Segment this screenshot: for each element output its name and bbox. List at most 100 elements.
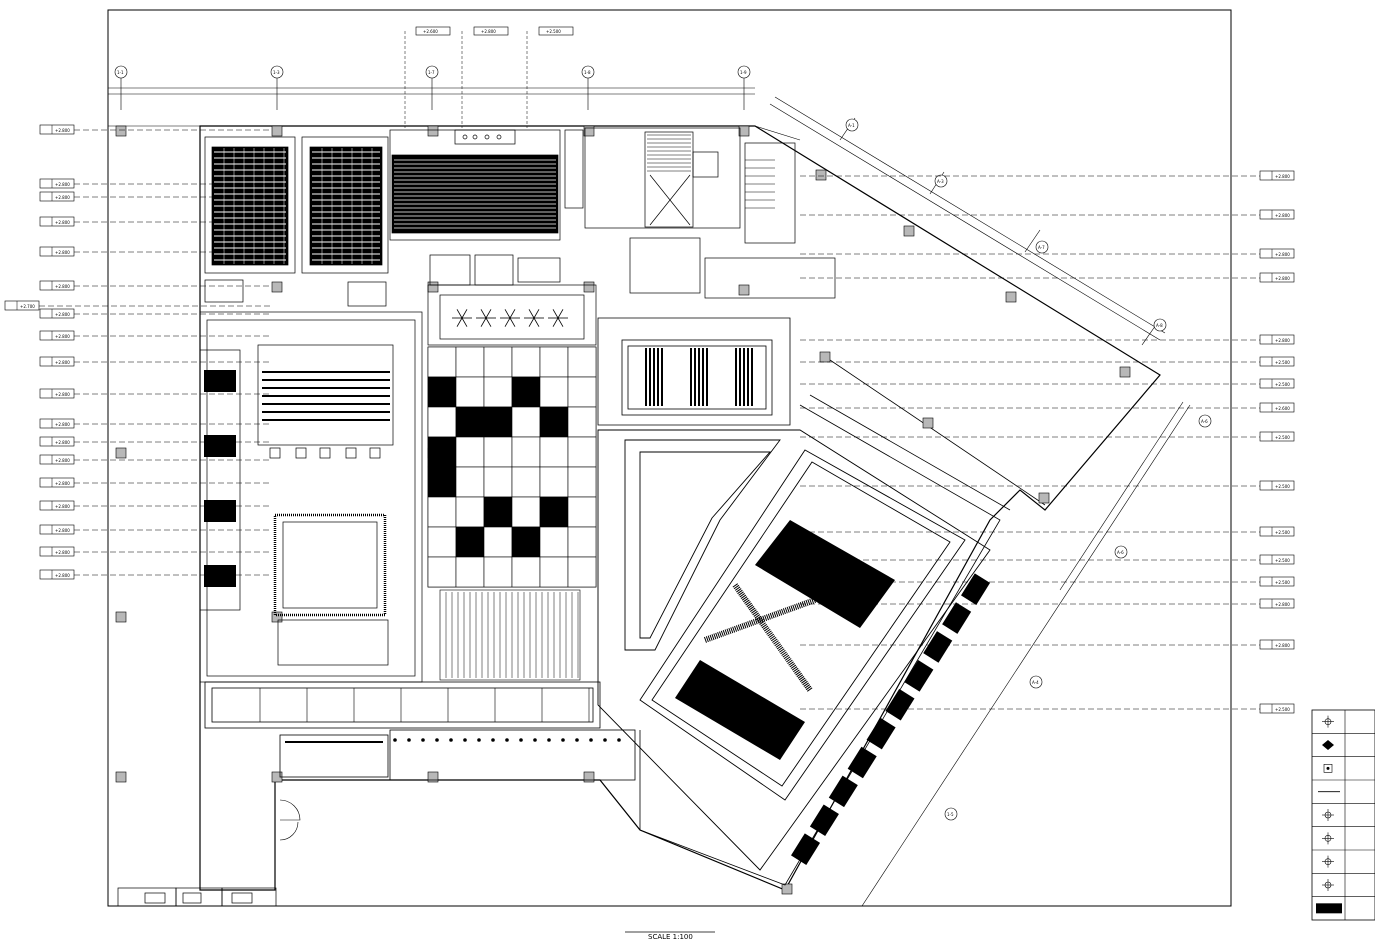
upper-middle-room <box>389 129 561 241</box>
svg-text:+2.800: +2.800 <box>55 312 70 317</box>
fan-icon <box>528 317 535 327</box>
fan-icon <box>552 309 559 319</box>
fan-symbols <box>452 309 568 327</box>
fan-icon <box>461 317 468 327</box>
axis-diag-4: A-8 <box>1156 323 1163 328</box>
spotlight-icon <box>1322 740 1334 750</box>
top-tag-2: +2.800 <box>481 29 496 34</box>
top-tag-1: +2.600 <box>423 29 438 34</box>
svg-text:+2.800: +2.800 <box>55 392 70 397</box>
smoke-detector-icon <box>1322 855 1334 868</box>
sprinkler-icon <box>1322 879 1334 891</box>
axis-diag-3: A-7 <box>1038 245 1045 250</box>
svg-text:+2.800: +2.800 <box>55 422 70 427</box>
fan-icon <box>509 309 516 319</box>
slatted-room <box>439 589 581 681</box>
left-ceiling-tags: +2.800 +2.800 +2.800 +2.800 +2.800 +2.800 +2.7… <box>4 124 270 580</box>
axis-right-2: A-6 <box>1117 550 1124 555</box>
fan-icon <box>485 309 492 319</box>
corridor-cells <box>259 688 621 742</box>
svg-text:+2.500: +2.500 <box>1275 382 1290 387</box>
svg-text:+2.800: +2.800 <box>1275 252 1290 257</box>
stair-room <box>584 127 836 299</box>
fan-icon <box>533 317 540 327</box>
svg-text:+2.800: +2.800 <box>55 481 70 486</box>
rotated-hall-cross <box>703 583 817 692</box>
svg-text:+2.800: +2.800 <box>55 182 70 187</box>
fan-icon <box>557 309 564 319</box>
bottom-left-rooms <box>117 887 277 907</box>
left-small-squares <box>269 447 381 459</box>
svg-text:+2.800: +2.800 <box>55 284 70 289</box>
fan-room <box>427 284 597 346</box>
right-grilles <box>645 348 753 406</box>
solid-fill-icon <box>1316 903 1342 914</box>
fan-icon <box>552 317 559 327</box>
svg-text:+2.800: +2.800 <box>55 334 70 339</box>
svg-text:+2.800: +2.800 <box>55 128 70 133</box>
return-diffuser-icon <box>1322 832 1334 845</box>
building-outline <box>199 125 1161 891</box>
bottom-corridor <box>204 681 636 781</box>
fan-icon <box>557 317 564 327</box>
svg-text:+2.800: +2.800 <box>55 440 70 445</box>
grille-lines-middle <box>394 159 556 229</box>
checker-cells <box>427 346 597 588</box>
axis-top-1: 1-1 <box>117 70 124 75</box>
left-slats <box>262 371 390 421</box>
svg-text:+2.500: +2.500 <box>1275 580 1290 585</box>
fan-icon <box>456 309 463 319</box>
axis-diag-1: A-1 <box>848 123 855 128</box>
svg-text:+2.800: +2.800 <box>1275 338 1290 343</box>
svg-text:+2.800: +2.800 <box>55 220 70 225</box>
svg-text:+2.800: +2.800 <box>55 360 70 365</box>
scale-text: SCALE 1:100 <box>648 933 693 941</box>
svg-text:+2.700: +2.700 <box>20 304 35 309</box>
fan-icon <box>480 317 487 327</box>
svg-text:+2.500: +2.500 <box>1275 707 1290 712</box>
stair-treads <box>647 134 775 209</box>
fan-icon <box>533 309 540 319</box>
svg-text:+2.800: +2.800 <box>55 573 70 578</box>
fan-icon <box>504 309 511 319</box>
fan-icon <box>461 309 468 319</box>
fan-icon <box>480 309 487 319</box>
axis-top-5: 1-9 <box>740 70 747 75</box>
svg-text:+2.800: +2.800 <box>1275 643 1290 648</box>
axis-right-3: A-4 <box>1032 680 1039 685</box>
diagonal-grid <box>769 96 1212 907</box>
svg-text:+2.600: +2.600 <box>1275 406 1290 411</box>
rotated-hall <box>597 429 991 871</box>
fan-icon <box>485 317 492 327</box>
drawing-frame <box>107 9 1232 907</box>
fan-icon <box>456 317 463 327</box>
svg-text:+2.800: +2.800 <box>1275 213 1290 218</box>
left-upper-rooms <box>204 136 389 274</box>
downlight-icon <box>1322 715 1334 728</box>
axis-top-2: 1-3 <box>273 70 280 75</box>
axis-diag-2: A-3 <box>937 179 944 184</box>
diagonal-grid-labels: A-1 A-3 A-7 A-8 A-6 A-6 A-4 1-5 <box>848 123 1208 817</box>
svg-text:+2.800: +2.800 <box>55 195 70 200</box>
axis-top-4: 1-8 <box>584 70 591 75</box>
right-grille-room <box>597 317 791 426</box>
axis-top-3: 1-7 <box>428 70 435 75</box>
diagonal-corridor <box>639 394 1011 886</box>
right-ceiling-tags: +2.800 +2.800 +2.800 +2.800 +2.800 +2.500 +2.5… <box>800 170 1295 714</box>
svg-text:+2.800: +2.800 <box>1275 602 1290 607</box>
door-swing <box>279 799 301 821</box>
diagonal-grilles <box>791 573 991 865</box>
svg-text:+2.500: +2.500 <box>1275 435 1290 440</box>
grille-lines <box>214 148 380 264</box>
top-grid: 1-1 1-3 1-7 1-8 1-9 <box>108 65 755 110</box>
top-tag-3: +2.500 <box>546 29 561 34</box>
svg-text:+2.800: +2.800 <box>55 528 70 533</box>
grille-icon <box>1323 764 1333 773</box>
axis-right-4: 1-5 <box>947 812 954 817</box>
left-hall <box>199 311 423 683</box>
svg-text:+2.500: +2.500 <box>1275 360 1290 365</box>
fan-icon <box>509 317 516 327</box>
svg-text:+2.500: +2.500 <box>1275 530 1290 535</box>
svg-text:+2.500: +2.500 <box>1275 484 1290 489</box>
